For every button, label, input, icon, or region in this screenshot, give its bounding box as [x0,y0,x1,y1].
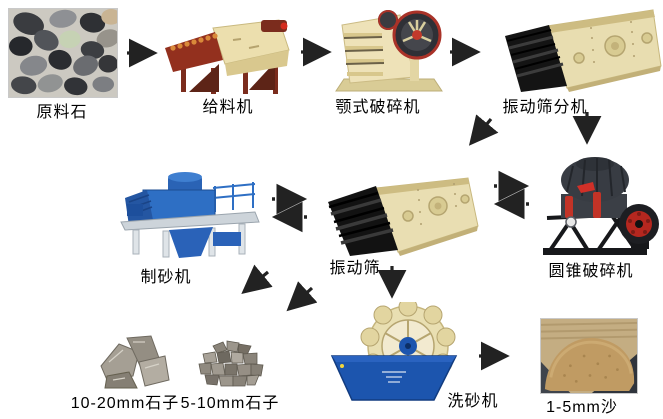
sand-maker-illustration [113,168,263,260]
arrow-separator-to-screen [468,114,499,146]
label-vibrating-screen-separator: 振动筛分机 [502,99,588,116]
jaw-crusher-illustration [330,5,448,97]
sand-washer-illustration [330,302,458,402]
cone-crusher-illustration [535,152,663,260]
label-jaw-crusher: 颚式破碎机 [335,99,421,116]
label-feeder: 给料机 [202,99,254,116]
label-stone-5-10mm: 5-10mm石子 [180,395,280,412]
stone-5-10mm-photo [193,338,271,391]
label-cone-crusher: 圆锥破碎机 [548,263,634,280]
label-raw-stone: 原料石 [36,104,88,121]
feeder-illustration [163,18,293,96]
label-sand-maker: 制砂机 [140,269,192,286]
raw-stone-photo [8,8,118,98]
vibrating-screen-illustration [318,172,483,257]
label-stone-10-20mm: 10-20mm石子 [70,395,180,412]
sand-1-5mm-photo [540,318,638,394]
label-vibrating-screen: 振动筛 [329,260,381,277]
label-sand-1-5mm: 1-5mm沙 [546,399,618,416]
vibrating-screen-separator-illustration [495,8,663,93]
arrow-screen-to-stone-5-10 [286,281,318,312]
label-sand-washer: 洗砂机 [447,393,499,410]
arrow-screen-to-stone-10-20 [241,264,273,295]
stone-10-20mm-photo [93,332,173,390]
